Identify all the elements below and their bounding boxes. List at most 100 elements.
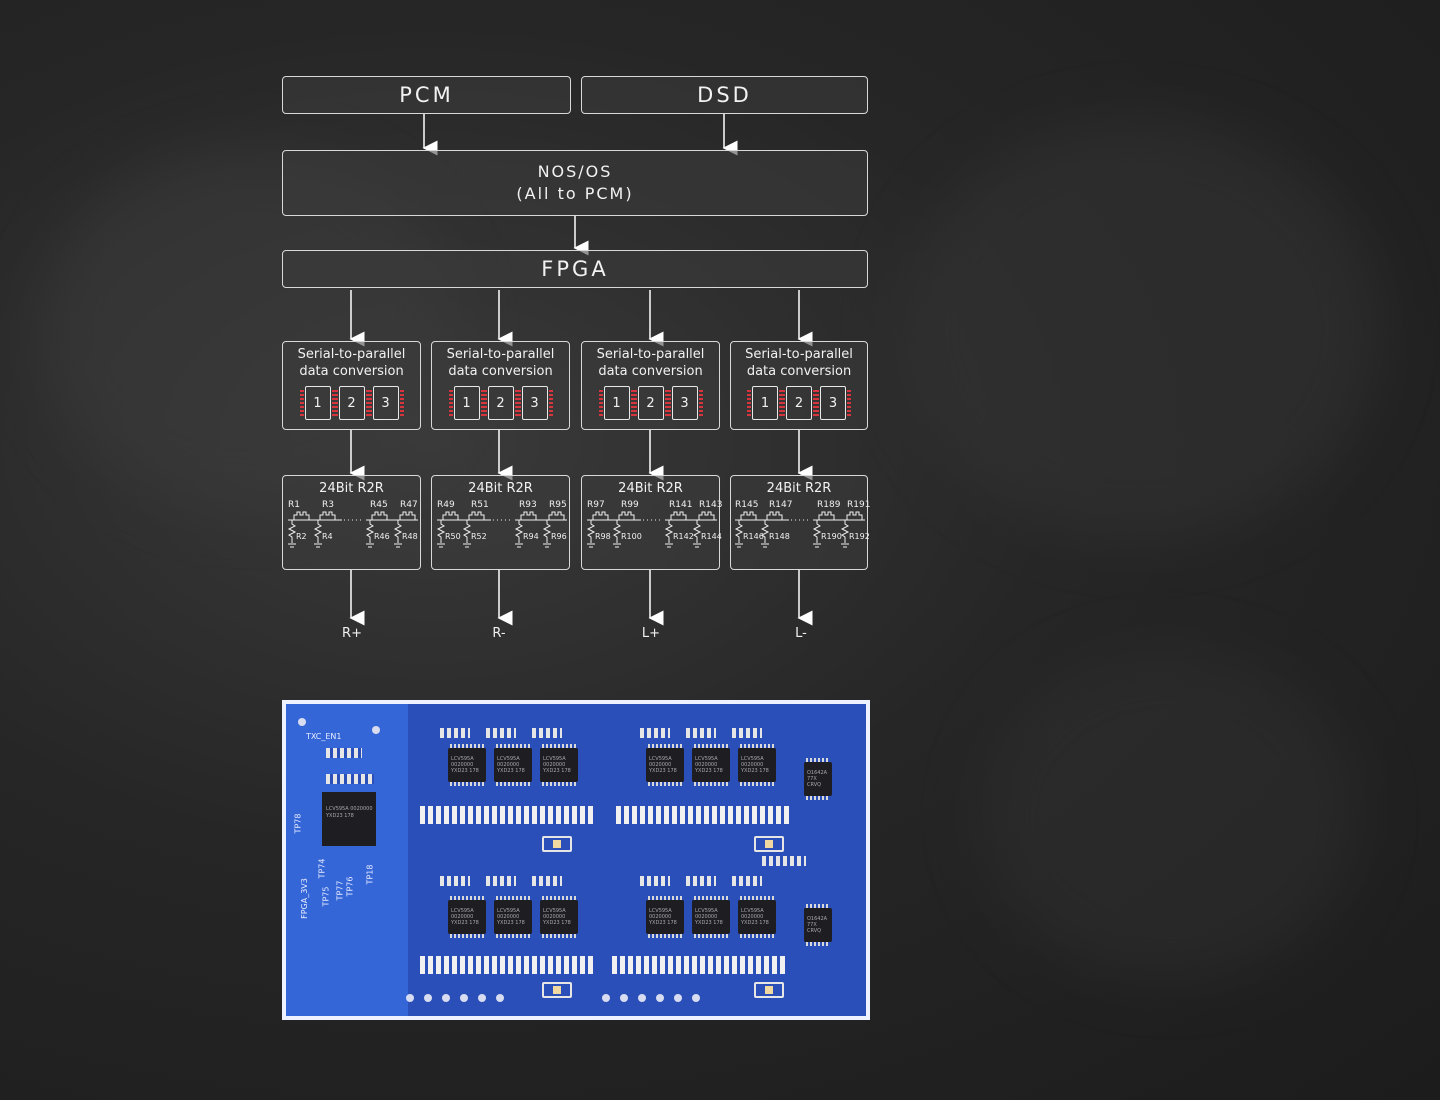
smd-pads: [732, 728, 762, 738]
conversion-label: data conversion: [299, 364, 404, 379]
series-resistor-icon: [520, 511, 536, 520]
capacitor: [542, 982, 572, 998]
background-texture: [900, 120, 1380, 540]
ic-marking: LCV595A 0020000 YXD23 178: [451, 908, 479, 926]
shunt-resistor-icon: [287, 520, 296, 548]
resistor-label: R190: [821, 532, 842, 541]
shift-register-ic: LCV595A 0020000 YXD23 178: [540, 896, 578, 938]
op-amp-ic: O1642A 77X CRVQ: [804, 758, 832, 800]
ic-marking: LCV595A 0020000 YXD23 178: [543, 756, 571, 774]
series-resistor-icon: [371, 511, 387, 520]
via-hole: [674, 994, 682, 1002]
smd-pads: [486, 876, 516, 886]
via-hole: [424, 994, 432, 1002]
resistor-label: R100: [621, 532, 642, 541]
resistor-label: R95: [549, 500, 567, 510]
shift-register-chip: 2: [482, 386, 519, 420]
via-hole: [406, 994, 414, 1002]
op-amp-ic: O1642A 77X CRVQ: [804, 904, 832, 946]
fpga-label: FPGA: [541, 257, 609, 281]
capacitor: [542, 836, 572, 852]
resistor-label: R192: [849, 532, 870, 541]
shift-register-ic: LCV595A 0020000 YXD23 178: [494, 744, 532, 786]
shift-register-ic: LCV595A 0020000 YXD23 178: [692, 744, 730, 786]
conversion-box-3: Serial-to-parallel data conversion 1 2 3: [581, 341, 720, 430]
capacitor: [754, 836, 784, 852]
via-hole: [460, 994, 468, 1002]
resistor-array: [612, 956, 788, 974]
shift-register-chip: 3: [516, 386, 553, 420]
series-resistor-icon: [698, 511, 714, 520]
ladder-wiring: [436, 511, 567, 548]
shunt-resistor-icon: [436, 520, 445, 548]
fpga-box: FPGA: [282, 250, 868, 288]
r2r-title: 24Bit R2R: [468, 481, 533, 496]
ladder-wiring: [586, 511, 717, 548]
resistor-label: R97: [587, 500, 605, 510]
via-hole: [692, 994, 700, 1002]
shunt-resistor-icon: [365, 520, 374, 548]
resistor-label: R93: [519, 500, 537, 510]
resistor-label: R3: [322, 500, 334, 510]
conversion-label: data conversion: [598, 364, 703, 379]
resistor-label: R4: [322, 532, 333, 541]
ic-marking: LCV595A 0020000 YXD23 178: [741, 908, 769, 926]
shift-register-ic: LCV595A 0020000 YXD23 178: [448, 896, 486, 938]
shift-register-ic: LCV595A 0020000 YXD23 178: [494, 896, 532, 938]
header-pads: [326, 774, 374, 784]
pcb-silkscreen-label: TP18: [365, 864, 375, 885]
via-hole: [442, 994, 450, 1002]
shunt-resistor-icon: [760, 520, 770, 548]
shift-register-ic: LCV595A 0020000 YXD23 178: [540, 744, 578, 786]
resistor-label: R147: [769, 500, 792, 510]
flow-arrows: [349, 140, 813, 626]
smd-pads: [640, 876, 670, 886]
shunt-resistor-icon: [734, 520, 744, 548]
conversion-label: Serial-to-parallel: [446, 347, 555, 362]
series-resistor-icon: [846, 511, 863, 520]
r2r-title: 24Bit R2R: [319, 481, 384, 496]
resistor-array: [420, 806, 596, 824]
pcb-silkscreen-label: TP74: [317, 858, 327, 879]
resistor-label: R47: [400, 500, 418, 510]
resistor-label: R2: [296, 532, 307, 541]
shift-register-ic: LCV595A 0020000 YXD23 178: [646, 896, 684, 938]
dsd-box: DSD: [581, 76, 868, 114]
pcb-silkscreen-label: TXC_EN1: [306, 732, 342, 741]
series-resistor-icon: [468, 511, 484, 520]
shunt-resistor-icon: [812, 520, 822, 548]
smd-pads: [486, 728, 516, 738]
shunt-resistor-icon: [664, 520, 673, 548]
header-pads: [326, 748, 362, 758]
shift-register-chip: 2: [781, 386, 817, 420]
smd-pads: [686, 728, 716, 738]
shunt-resistor-icon: [313, 520, 322, 548]
via-hole: [372, 726, 380, 734]
resistor-label: R144: [701, 532, 722, 541]
series-resistor-icon: [670, 511, 686, 520]
resistor-label: R142: [673, 532, 694, 541]
ic-marking: LCV595A 0020000 YXD23 178: [543, 908, 571, 926]
series-resistor-icon: [618, 511, 634, 520]
ladder-wiring: [734, 511, 865, 548]
chip-group: 1 2 3: [448, 386, 553, 420]
shunt-resistor-icon: [692, 520, 701, 548]
conversion-label: Serial-to-parallel: [596, 347, 705, 362]
shift-register-chip: 1: [448, 386, 485, 420]
fpga-chip: LCV595A 0020000 YXD23 178: [322, 792, 376, 846]
background-texture: [980, 650, 1360, 980]
pcb-silkscreen-label: TP75: [321, 886, 331, 907]
shunt-resistor-icon: [542, 520, 551, 548]
output-l-plus: L+: [641, 626, 661, 641]
shunt-resistor-icon: [586, 520, 595, 548]
series-resistor-icon: [319, 511, 335, 520]
smd-pads: [440, 876, 470, 886]
series-resistor-icon: [293, 511, 309, 520]
shift-register-ic: LCV595A 0020000 YXD23 178: [692, 896, 730, 938]
ic-marking: LCV595A 0020000 YXD23 178: [497, 908, 525, 926]
shunt-resistor-icon: [514, 520, 523, 548]
shunt-resistor-icon: [393, 520, 402, 548]
